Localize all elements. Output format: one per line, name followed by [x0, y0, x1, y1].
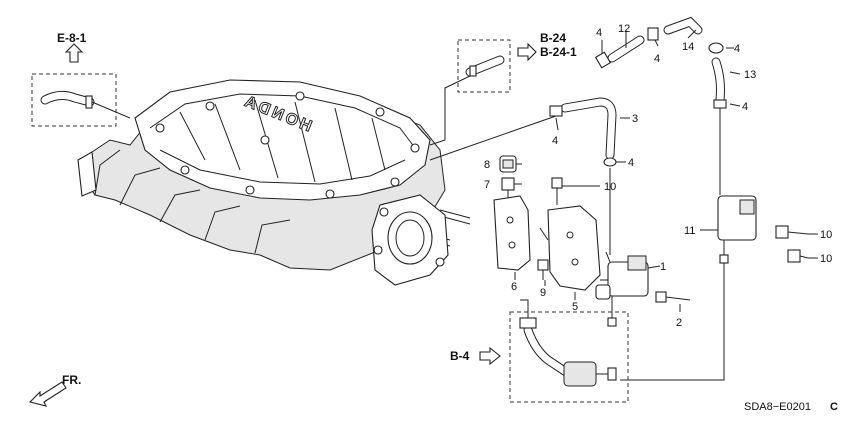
ref-box-b-24: [429, 39, 537, 146]
grommet-8: [499, 155, 517, 173]
callout-4-e: 4: [552, 135, 558, 147]
callout-leaders: [514, 29, 818, 312]
bolt-10-c: [787, 249, 809, 263]
hose-13: [711, 57, 725, 105]
callout-10-b: 10: [820, 229, 832, 241]
clamp-4-c: [708, 42, 724, 54]
ref-b-24-1: B-24-1: [540, 45, 577, 59]
callout-12: 12: [618, 23, 630, 35]
callout-4-b: 4: [654, 53, 660, 65]
clamp-4-a: [594, 51, 612, 69]
ref-b-24: B-24: [540, 31, 566, 45]
bolt-10-b: [775, 225, 809, 239]
callout-1: 1: [660, 261, 666, 273]
callout-9: 9: [540, 287, 546, 299]
ref-box-e-8-1: [31, 43, 131, 127]
hose-14: [663, 16, 703, 35]
callout-4-a: 4: [596, 27, 602, 39]
callout-13: 13: [744, 69, 756, 81]
front-arrow-icon: [28, 381, 67, 407]
bolt-10-a: [551, 177, 563, 205]
bolt-9: [537, 259, 549, 280]
callout-5: 5: [572, 301, 578, 313]
callout-11: 11: [684, 225, 695, 237]
callout-10-a: 10: [604, 181, 616, 193]
drawing-code-suffix: C: [830, 401, 838, 413]
callout-7: 7: [484, 179, 490, 191]
callout-4-d: 4: [742, 101, 748, 113]
bolt-2: [655, 291, 691, 303]
drawing-code: SDA8−E0201: [744, 401, 811, 413]
collar-7: [501, 177, 515, 191]
callout-14: 14: [682, 41, 694, 53]
ref-box-b-4: [479, 299, 629, 403]
solenoid-valve-1: [595, 251, 649, 327]
front-direction-label: FR.: [62, 373, 81, 387]
clamp-4-b: [647, 27, 659, 41]
intake-manifold: [77, 79, 471, 271]
clamp-4-d: [713, 99, 727, 109]
ref-b-4: B-4: [450, 349, 470, 363]
hose-12: [607, 35, 645, 63]
callout-4-c: 4: [734, 43, 740, 55]
bracket-5: [539, 205, 601, 291]
bracket-6: [493, 190, 531, 271]
hose-3: [560, 97, 617, 160]
callout-3: 3: [632, 113, 638, 125]
callout-10-c: 10: [820, 253, 832, 265]
callout-8: 8: [484, 159, 490, 171]
throttle-body: [371, 194, 449, 286]
ref-e-8-1: E-8-1: [57, 31, 87, 45]
clamp-4-f: [603, 157, 617, 167]
callout-6: 6: [511, 281, 517, 293]
solenoid-valve-11: [717, 195, 757, 264]
callout-2: 2: [676, 317, 682, 329]
callout-4-f: 4: [628, 157, 634, 169]
clamp-4-e: [549, 105, 563, 117]
